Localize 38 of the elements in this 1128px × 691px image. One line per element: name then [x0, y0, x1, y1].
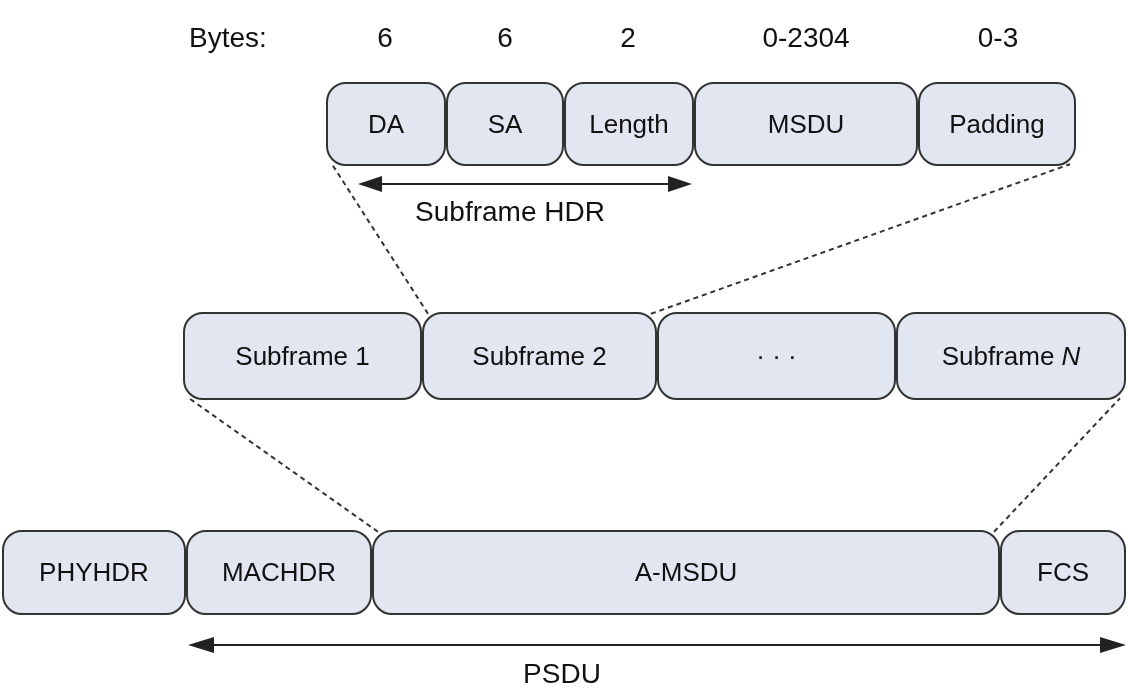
field-name: FCS	[1037, 556, 1089, 589]
field-box	[2, 530, 186, 615]
byte-count: 6	[497, 24, 513, 52]
dimension-label: PSDU	[523, 660, 601, 688]
byte-count: 0-2304	[762, 24, 850, 52]
field-name: Subframe 2	[472, 339, 607, 373]
dimension-label: Subframe HDR	[415, 198, 605, 226]
field-box	[694, 82, 918, 166]
field-name: Length	[589, 107, 669, 141]
field-box	[918, 82, 1076, 166]
field-box	[186, 530, 372, 615]
byte-count: 2	[620, 24, 636, 52]
field-box	[657, 312, 896, 400]
field-box	[326, 82, 446, 166]
field-name: Subframe N	[941, 339, 1081, 373]
field-box	[183, 312, 422, 400]
field-name: MSDU	[767, 107, 845, 141]
field-box	[446, 82, 564, 166]
field-name: A-MSDU	[634, 556, 738, 589]
field-name: · · ·	[756, 339, 797, 373]
field-name: Subframe 1	[235, 339, 370, 373]
dashed-connector	[331, 163, 429, 315]
field-box	[564, 82, 694, 166]
field-name: PHYHDR	[39, 556, 149, 589]
dashed-connector	[188, 397, 379, 533]
byte-count: 0-3	[977, 24, 1019, 52]
dashed-connector	[993, 397, 1121, 533]
field-name: MACHDR	[221, 556, 337, 589]
field-name: Padding	[949, 107, 1045, 141]
row-label: Bytes:	[189, 24, 267, 52]
byte-count: 6	[377, 24, 393, 52]
field-name: SA	[487, 107, 523, 141]
field-name: DA	[367, 107, 405, 141]
field-box	[372, 530, 1000, 615]
field-box	[896, 312, 1126, 400]
field-box	[422, 312, 657, 400]
dashed-connector	[650, 163, 1071, 315]
field-box	[1000, 530, 1126, 615]
